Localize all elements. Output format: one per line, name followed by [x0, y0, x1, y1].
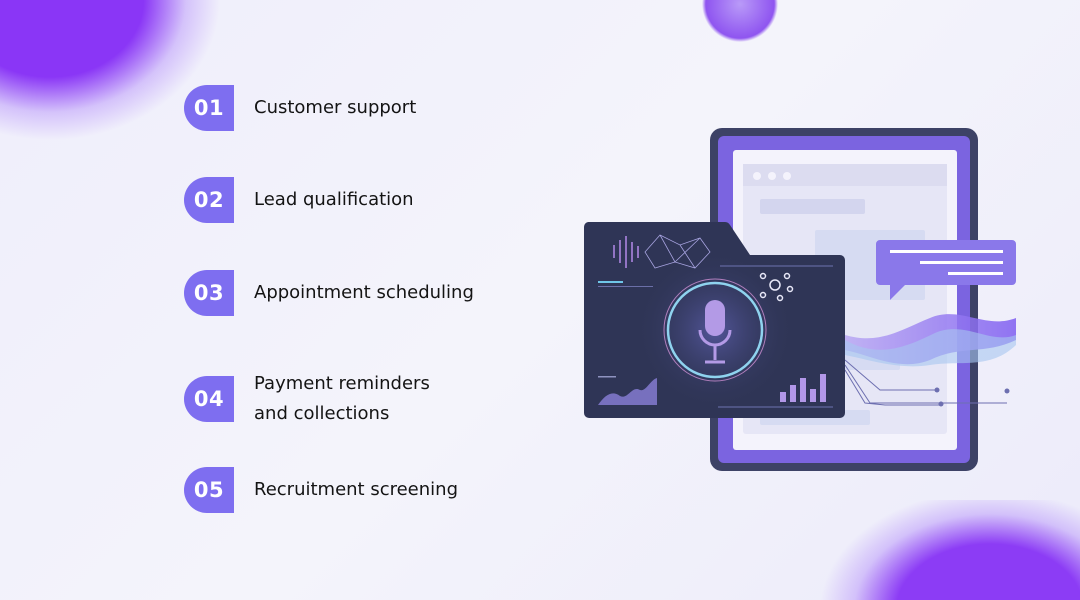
neural-network-icon [644, 234, 711, 269]
list-item: 04 Payment reminders and collections [184, 369, 430, 429]
number-badge: 03 [184, 270, 234, 316]
bar-chart-icon [780, 374, 826, 402]
area-chart-icon [598, 376, 657, 405]
list-item: 01 Customer support [184, 85, 416, 131]
connector-lines [833, 265, 1007, 406]
number-badge: 04 [184, 376, 234, 422]
item-label: Recruitment screening [254, 479, 459, 500]
list-item: 02 Lead qualification [184, 177, 414, 223]
microphone-icon [698, 300, 732, 364]
item-label-line: Payment reminders [254, 373, 430, 394]
item-label: Lead qualification [254, 189, 414, 210]
item-label: Payment reminders and collections [254, 369, 430, 429]
voice-panel [583, 222, 845, 418]
waveform-icon [597, 300, 831, 360]
decorative-blob-top [700, 0, 780, 44]
chat-bubble-icon [876, 240, 1016, 300]
network-icon [759, 272, 794, 302]
number-badge: 05 [184, 467, 234, 513]
list-item: 03 Appointment scheduling [184, 270, 474, 316]
list-item: 05 Recruitment screening [184, 467, 458, 513]
item-label: Customer support [254, 97, 417, 118]
item-label-line: and collections [254, 403, 390, 424]
item-label: Appointment scheduling [254, 282, 474, 303]
number-badge: 01 [184, 85, 234, 131]
number-badge: 02 [184, 177, 234, 223]
waveform-ribbon [845, 314, 1016, 367]
decorative-blob-bottom-right [820, 500, 1080, 600]
